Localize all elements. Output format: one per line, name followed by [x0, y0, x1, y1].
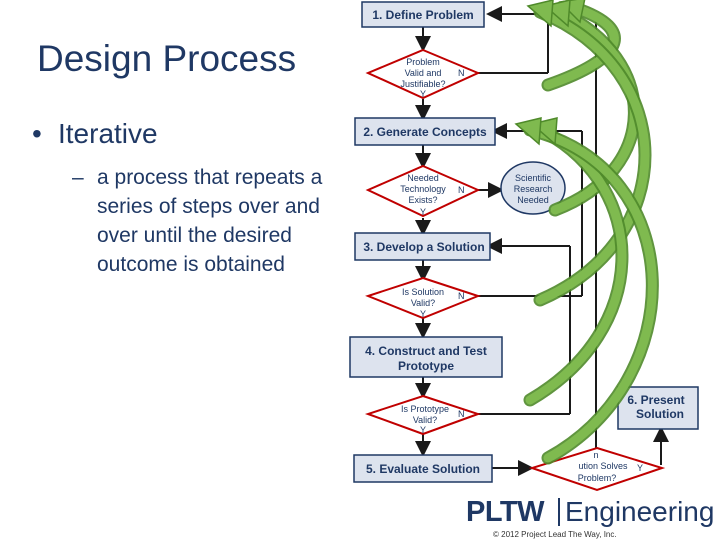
sub-bullet-dash: – — [72, 166, 84, 189]
iteration-arrow-4-fill — [525, 127, 627, 405]
logo-engineering: Engineering — [565, 496, 715, 527]
decision-2-line-2: Technology — [400, 184, 446, 194]
decision-2-line-3: Exists? — [408, 195, 437, 205]
decision-3-no: N — [458, 291, 465, 301]
step-develop-solution-label: 3. Develop a Solution — [363, 240, 484, 254]
research-line-2: Research — [514, 184, 553, 194]
decision-3-line-2: Valid? — [411, 298, 435, 308]
decision-1-yes: Y — [420, 89, 426, 99]
decision-3-yes: Y — [420, 309, 426, 319]
logo-divider — [558, 498, 560, 526]
decision-5-yes: Y — [637, 463, 643, 473]
iteration-arrowheads — [514, 0, 586, 146]
step-generate-concepts: 2. Generate Concepts — [354, 117, 496, 146]
step-evaluate-solution-label: 5. Evaluate Solution — [366, 462, 480, 476]
slide-title: Design Process — [37, 38, 297, 79]
step-present-label-2: Solution — [636, 407, 684, 421]
decision-4-no: N — [458, 409, 465, 419]
decision-2-yes: Y — [420, 207, 426, 217]
copyright-notice: © 2012 Project Lead The Way, Inc. — [493, 530, 617, 539]
decision-5-line-2: ution Solves — [578, 461, 628, 471]
sub-bullet-text: a process that repeats a series of steps… — [97, 166, 323, 276]
decision-2-no: N — [458, 185, 465, 195]
step-define-problem-label: 1. Define Problem — [372, 8, 473, 22]
decision-5-line-1: n — [593, 450, 598, 460]
arrowhead-5 — [514, 117, 542, 146]
research-line-3: Needed — [517, 195, 549, 205]
step-construct-label-1: 4. Construct and Test — [365, 344, 487, 358]
decision-1-line-1: Problem — [406, 57, 440, 67]
decision-4-line-2: Valid? — [413, 415, 437, 425]
bullet-text: Iterative — [58, 118, 158, 149]
step-generate-concepts-label: 2. Generate Concepts — [363, 125, 487, 139]
iteration-arrows — [523, 1, 659, 465]
decision-1-line-3: Justifiable? — [400, 79, 445, 89]
step-present-label-1: 6. Present — [627, 393, 684, 407]
decision-prototype-valid: Is Prototype Valid? N Y — [364, 394, 482, 436]
iteration-arrow-5-fill — [525, 125, 657, 463]
decision-4-yes: Y — [420, 425, 426, 435]
bullet-iterative: • Iterative — [32, 118, 158, 150]
decision-5-line-3: Problem? — [578, 473, 617, 483]
step-develop-solution: 3. Develop a Solution — [354, 232, 491, 261]
decision-1-no: N — [458, 68, 465, 78]
step-evaluate-solution: 5. Evaluate Solution — [353, 454, 493, 483]
decision-problem-valid: Problem Valid and Justifiable? N Y — [365, 48, 481, 100]
decision-1-line-2: Valid and — [405, 68, 442, 78]
decision-4-line-1: Is Prototype — [401, 404, 449, 414]
logo-pltw: PLTW — [466, 496, 545, 528]
step-present-solution: 6. Present Solution — [617, 386, 699, 430]
decision-2-line-1: Needed — [407, 173, 439, 183]
decision-solution-valid: Is Solution Valid? N Y — [365, 276, 481, 320]
step-define-problem: 1. Define Problem — [361, 1, 485, 28]
step-construct-test-prototype: 4. Construct and Test Prototype — [349, 336, 503, 378]
step-construct-label-2: Prototype — [398, 359, 454, 373]
research-line-1: Scientific — [515, 173, 552, 183]
bullet-symbol: • — [32, 118, 42, 149]
decision-technology-exists: Needed Technology Exists? N Y — [365, 164, 481, 218]
decision-3-line-1: Is Solution — [402, 287, 444, 297]
arrowhead-3 — [526, 0, 554, 28]
scientific-research-node: Scientific Research Needed — [500, 161, 566, 215]
iteration-arrow-3-fill — [535, 7, 650, 305]
